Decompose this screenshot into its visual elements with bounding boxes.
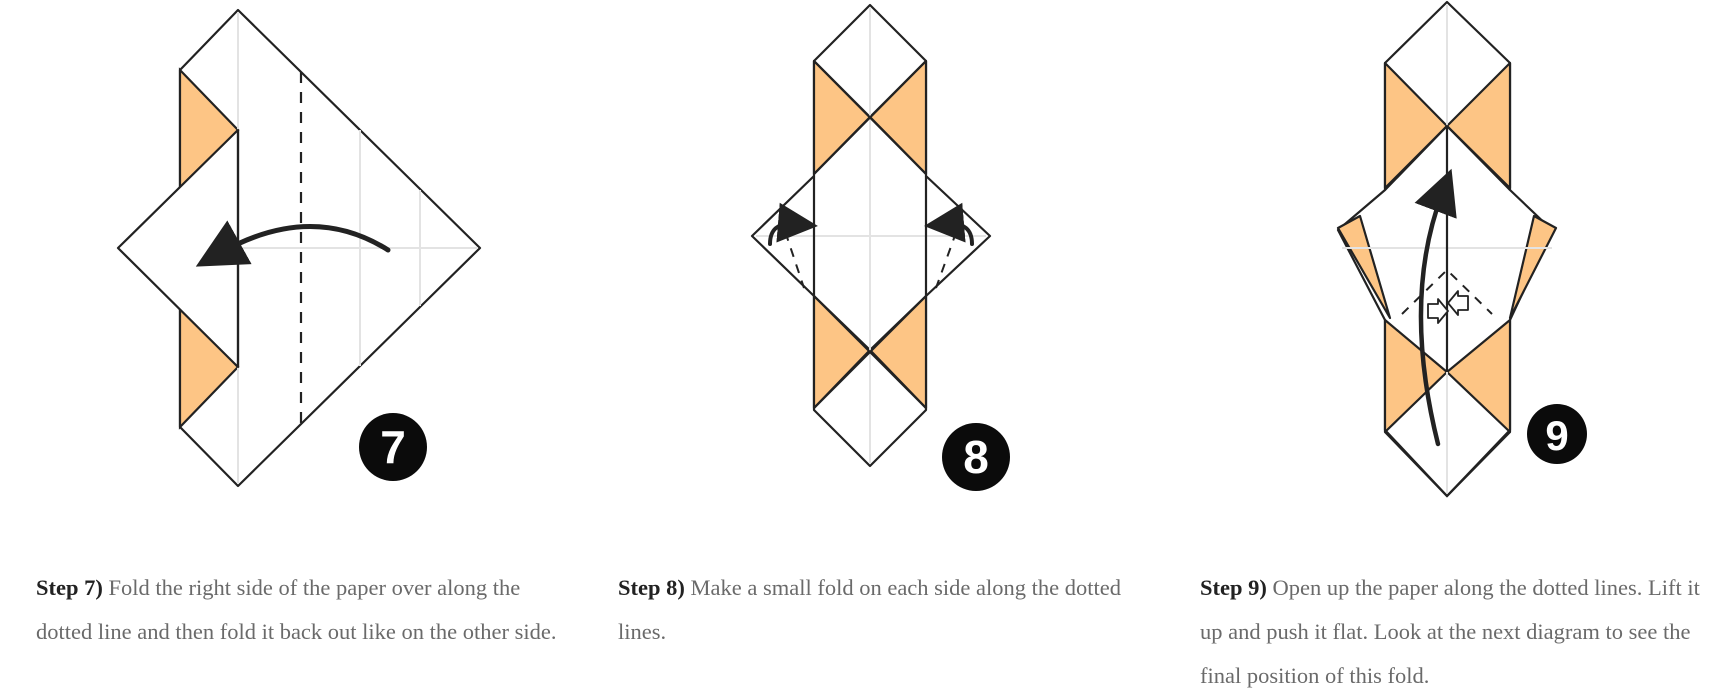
- step-7-folded-flap: [116, 128, 240, 369]
- step-8-creases: [756, 8, 986, 463]
- step-8-instruction: Step 8) Make a small fold on each side a…: [618, 566, 1148, 654]
- step-9-dotted-fold-lines: [1401, 268, 1493, 315]
- step-8-left-fold-arrow: [768, 202, 818, 246]
- step-9-instruction: Step 9) Open up the paper along the dott…: [1200, 566, 1720, 698]
- step-9-push-arrows: [1427, 290, 1469, 324]
- step-7-instruction: Step 7) Fold the right side of the paper…: [36, 566, 566, 654]
- origami-diagrams: 7 8: [116, 0, 1587, 498]
- step-9-orange-panels: [1336, 61, 1558, 434]
- svg-text:8: 8: [963, 431, 989, 483]
- step-9-diagram: 9: [1336, 0, 1587, 498]
- step-8-dotted-fold-lines: [779, 215, 963, 289]
- step-9-label: Step 9): [1200, 575, 1267, 600]
- step-8-right-fold-arrow: [924, 202, 974, 246]
- step-7-fold-arrow: [195, 220, 391, 267]
- step-8-diagram: 8: [750, 3, 1010, 491]
- step-7-text: Fold the right side of the paper over al…: [36, 575, 557, 644]
- step-8-number-badge: 8: [942, 423, 1010, 491]
- step-8-label: Step 8): [618, 575, 685, 600]
- step-8-text: Make a small fold on each side along the…: [618, 575, 1121, 644]
- step-7-diagram: 7: [116, 8, 482, 488]
- step-9-text: Open up the paper along the dotted lines…: [1200, 575, 1700, 688]
- svg-text:9: 9: [1545, 412, 1568, 459]
- step-7-number-badge: 7: [359, 413, 427, 481]
- step-9-number-badge: 9: [1527, 404, 1587, 464]
- step-7-label: Step 7): [36, 575, 103, 600]
- step-9-edges: [1384, 124, 1511, 498]
- step-9-lift-arrow: [1414, 168, 1457, 447]
- svg-text:7: 7: [380, 421, 406, 473]
